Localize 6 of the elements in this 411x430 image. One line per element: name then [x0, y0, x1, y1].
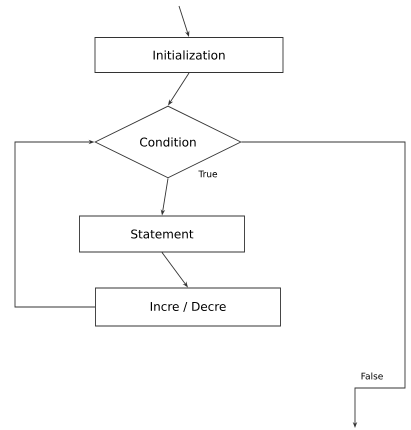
edge-label: True: [197, 170, 219, 178]
process-box: Incre / Decre: [95, 288, 281, 326]
arrow: [14, 140, 96, 308]
edge-label: False: [360, 372, 384, 380]
process-box: Statement: [79, 216, 245, 252]
process-box: Initialization: [94, 37, 284, 73]
